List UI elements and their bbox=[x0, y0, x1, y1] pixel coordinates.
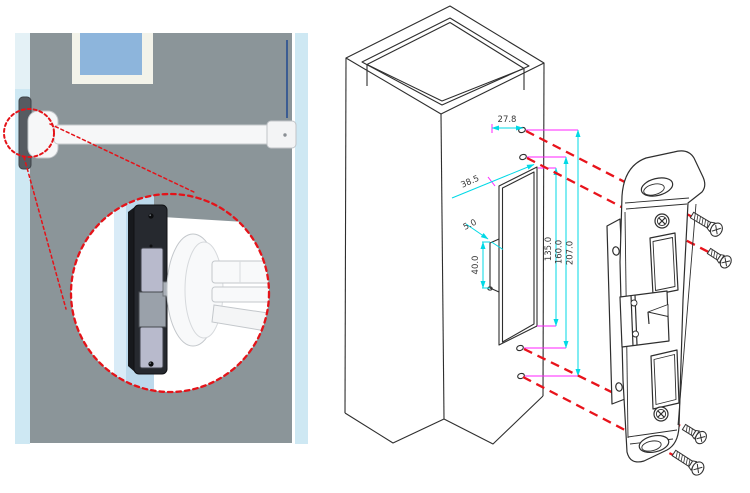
detail-frame-post-edge bbox=[114, 194, 126, 392]
dim-label-135-0: 135.0 bbox=[544, 237, 554, 261]
post-top-inner1 bbox=[361, 17, 530, 106]
screw-4 bbox=[669, 446, 707, 478]
dim-line-38-5 bbox=[451, 164, 535, 199]
mounting-hole-2 bbox=[519, 153, 527, 161]
post-cutout bbox=[487, 166, 538, 346]
callout-line-upper bbox=[49, 123, 197, 194]
projection-line-3 bbox=[523, 347, 698, 436]
callout bbox=[3, 108, 271, 394]
door-frame-right bbox=[295, 33, 308, 444]
callout-source-ellipse bbox=[3, 108, 55, 158]
mounting-holes bbox=[516, 126, 527, 380]
dimension-lines bbox=[451, 125, 581, 377]
strike-faceplate bbox=[606, 150, 706, 463]
bar-end-cap bbox=[266, 120, 297, 149]
dim-label-27-8: 27.8 bbox=[498, 115, 517, 125]
dim-label-40-0: 40.0 bbox=[471, 256, 481, 275]
keeper-mechanism bbox=[619, 290, 670, 348]
dim-label-207-0: 207.0 bbox=[566, 241, 576, 265]
frame-post-drawing bbox=[344, 5, 545, 445]
screw-2 bbox=[704, 244, 735, 271]
push-bar bbox=[53, 124, 273, 145]
detail-circle-border bbox=[69, 192, 271, 394]
dim-line-5-0 bbox=[465, 223, 489, 240]
projection-line-4 bbox=[522, 375, 699, 470]
post-bottom-edge bbox=[344, 395, 544, 445]
door-scene bbox=[3, 33, 308, 444]
mounting-hole-4 bbox=[517, 372, 525, 380]
end-cap-screw bbox=[283, 133, 287, 137]
mounting-hole-3 bbox=[516, 344, 524, 352]
keeper-window-upper bbox=[140, 247, 164, 293]
dim-label-160-0: 160.0 bbox=[555, 240, 565, 264]
detail-latch-head bbox=[166, 233, 269, 347]
hinge-line bbox=[286, 40, 288, 118]
callout-line-lower bbox=[23, 156, 67, 310]
screw-3 bbox=[680, 420, 710, 447]
post-top-inner2 bbox=[366, 21, 525, 102]
window-glass bbox=[80, 33, 142, 75]
door-window bbox=[72, 33, 153, 84]
dimension-labels: 27.8 38.5 5.0 40.0 135.0 160.0 207.0 bbox=[460, 115, 576, 274]
frame-highlight bbox=[15, 33, 30, 89]
detail-strike-plate bbox=[128, 204, 174, 375]
door-frame-left bbox=[15, 33, 30, 444]
dim-label-38-5: 38.5 bbox=[460, 174, 481, 191]
keeper-latch-area bbox=[138, 291, 167, 328]
